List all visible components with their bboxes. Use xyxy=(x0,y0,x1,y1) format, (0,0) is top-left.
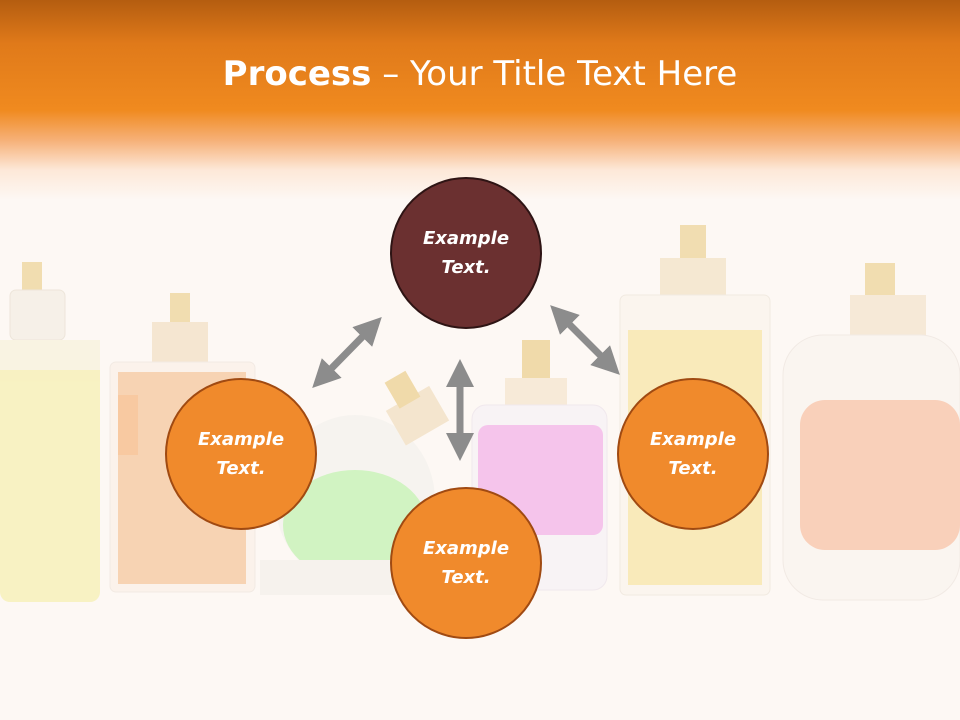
process-step-left[interactable]: Example Text. xyxy=(165,378,317,530)
process-step-bottom[interactable]: Example Text. xyxy=(390,487,542,639)
title-rest: Your Title Text Here xyxy=(410,54,738,94)
process-step-left-label: Example Text. xyxy=(197,429,285,479)
process-step-right-label: Example Text. xyxy=(649,429,737,479)
process-step-right[interactable]: Example Text. xyxy=(617,378,769,530)
bottle-yellow-left xyxy=(0,262,100,602)
bottle-peach-right xyxy=(782,263,960,601)
arrow-right-top xyxy=(550,305,620,375)
process-step-bottom-label: Example Text. xyxy=(422,538,510,588)
arrow-left-top xyxy=(312,317,382,388)
slide-title: Process – Your Title Text Here xyxy=(0,52,960,96)
title-separator: – xyxy=(371,54,411,94)
title-bold: Process xyxy=(222,54,372,94)
process-step-top-label: Example Text. xyxy=(422,228,510,278)
header-band xyxy=(0,0,960,200)
process-step-top[interactable]: Example Text. xyxy=(390,177,542,329)
